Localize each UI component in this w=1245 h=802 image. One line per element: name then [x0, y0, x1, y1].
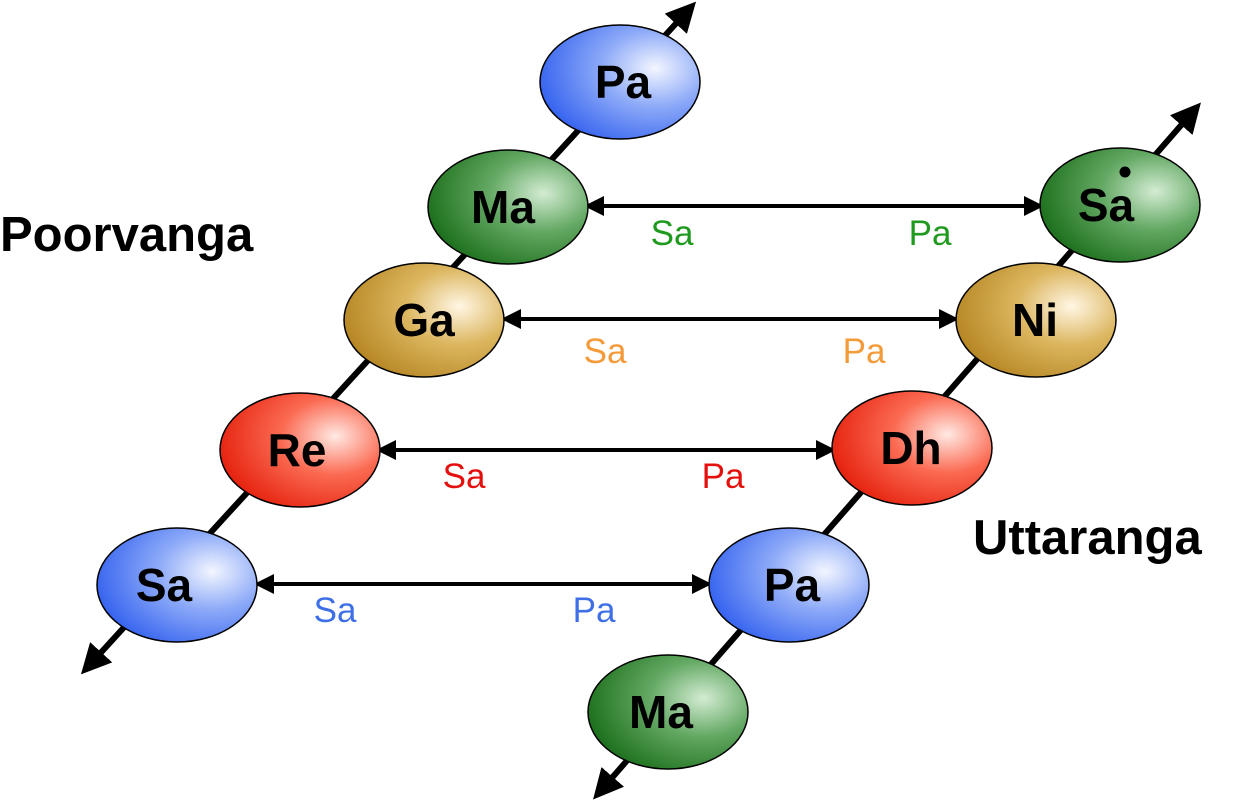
interval-label-sa-green: Sa	[651, 214, 694, 253]
note-ellipse	[587, 654, 749, 770]
poorvanga-notes: Sa Re Ga Ma Pa	[96, 24, 701, 643]
interval-label-sa-blue: Sa	[314, 591, 357, 630]
interval-label-pa-orange: Pa	[843, 332, 886, 371]
note-label: Ni	[1012, 294, 1058, 346]
note-node-pa-top: Pa	[539, 24, 701, 140]
note-ellipse	[955, 262, 1117, 378]
note-ellipse	[1039, 147, 1201, 263]
note-node-ga: Ga	[343, 262, 505, 378]
note-label: Ma	[471, 181, 535, 233]
note-node-re: Re	[219, 392, 381, 508]
note-node-ni: Ni	[955, 262, 1117, 378]
note-node-ma: Ma	[427, 149, 589, 265]
note-label: Sa	[136, 559, 193, 611]
note-ellipse	[539, 24, 701, 140]
note-label: Ma	[629, 686, 693, 738]
interval-label-pa-blue: Pa	[573, 591, 616, 630]
interval-label-sa-orange: Sa	[584, 332, 627, 371]
note-ellipse	[831, 390, 993, 506]
note-label: Pa	[764, 559, 821, 611]
interval-label-sa-red: Sa	[443, 457, 486, 496]
pairing-arrows	[254, 196, 1044, 594]
note-node-sa-lower: Sa	[96, 527, 258, 643]
note-ellipse	[427, 149, 589, 265]
note-ellipse	[708, 527, 870, 643]
note-node-sa-upper: Sa	[1039, 147, 1201, 263]
uttaranga-title: Uttaranga	[973, 511, 1202, 565]
note-label: Re	[268, 424, 327, 476]
note-ellipse	[219, 392, 381, 508]
note-node-pa: Pa	[708, 527, 870, 643]
note-label: Dh	[880, 422, 941, 474]
interval-label-pa-green: Pa	[909, 214, 952, 253]
note-node-ma-lower: Ma	[587, 654, 749, 770]
note-node-dh: Dh	[831, 390, 993, 506]
note-label: Pa	[595, 56, 652, 108]
poorvanga-title: Poorvanga	[0, 208, 254, 262]
note-label: Sa	[1078, 179, 1135, 231]
interval-label-pa-red: Pa	[702, 457, 745, 496]
note-ellipse	[96, 527, 258, 643]
note-label: Ga	[393, 294, 455, 346]
note-ellipse	[343, 262, 505, 378]
upper-octave-dot-icon	[1119, 166, 1131, 178]
uttaranga-notes: Ma Pa Dh Ni Sa	[587, 147, 1201, 770]
interval-labels: Sa Pa Sa Pa Sa Pa Sa Pa	[314, 214, 952, 630]
